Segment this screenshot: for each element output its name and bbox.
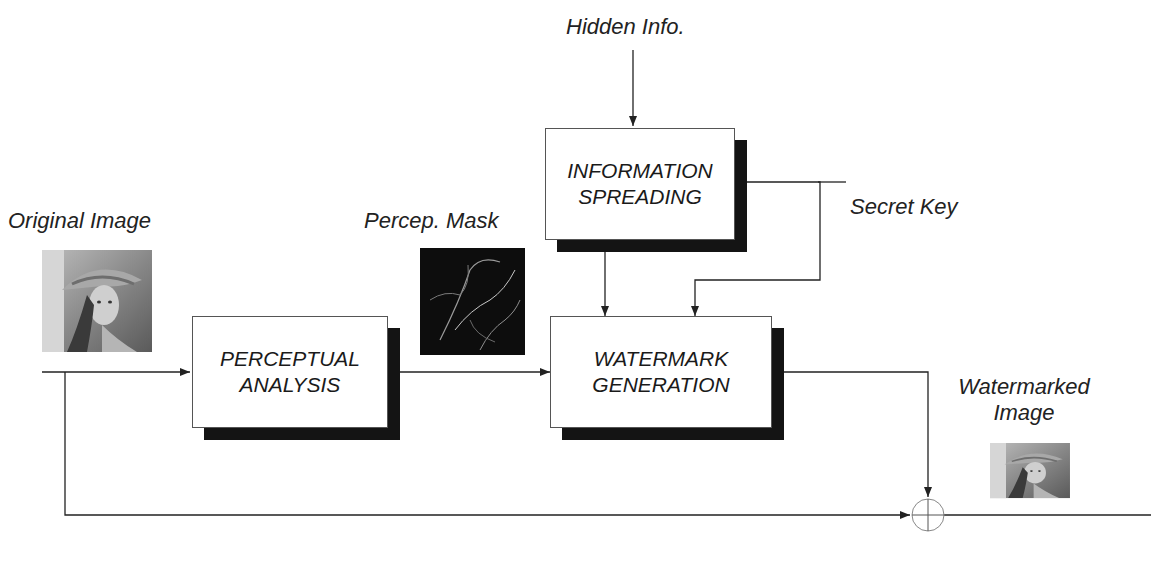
- box-label: WATERMARK GENERATION: [560, 346, 762, 399]
- caption-label: Watermarked Image: [944, 374, 1104, 427]
- perceptual-mask-image: [420, 248, 525, 355]
- image-wire: [42, 371, 190, 372]
- flow-arrow: [604, 240, 605, 316]
- caption-label: Secret Key: [850, 194, 1000, 220]
- watermarked-image: [990, 443, 1070, 498]
- caption-label: Hidden Info.: [566, 14, 726, 40]
- caption-label: Original Image: [8, 208, 203, 234]
- process-box: INFORMATION SPREADING: [545, 128, 735, 240]
- key-wire: [818, 181, 846, 182]
- sum-symbol: [912, 499, 944, 531]
- box-label: PERCEPTUAL ANALYSIS: [202, 346, 378, 399]
- process-box: WATERMARK GENERATION: [550, 316, 772, 428]
- original-image: [42, 250, 152, 352]
- output-wire: [944, 514, 1151, 515]
- flow-arrow: [388, 371, 550, 372]
- process-box: PERCEPTUAL ANALYSIS: [192, 316, 388, 428]
- input-arrow: [632, 50, 633, 126]
- watermark-wire: [772, 372, 928, 497]
- caption-label: Percep. Mask: [364, 208, 544, 234]
- box-label: INFORMATION SPREADING: [555, 158, 725, 211]
